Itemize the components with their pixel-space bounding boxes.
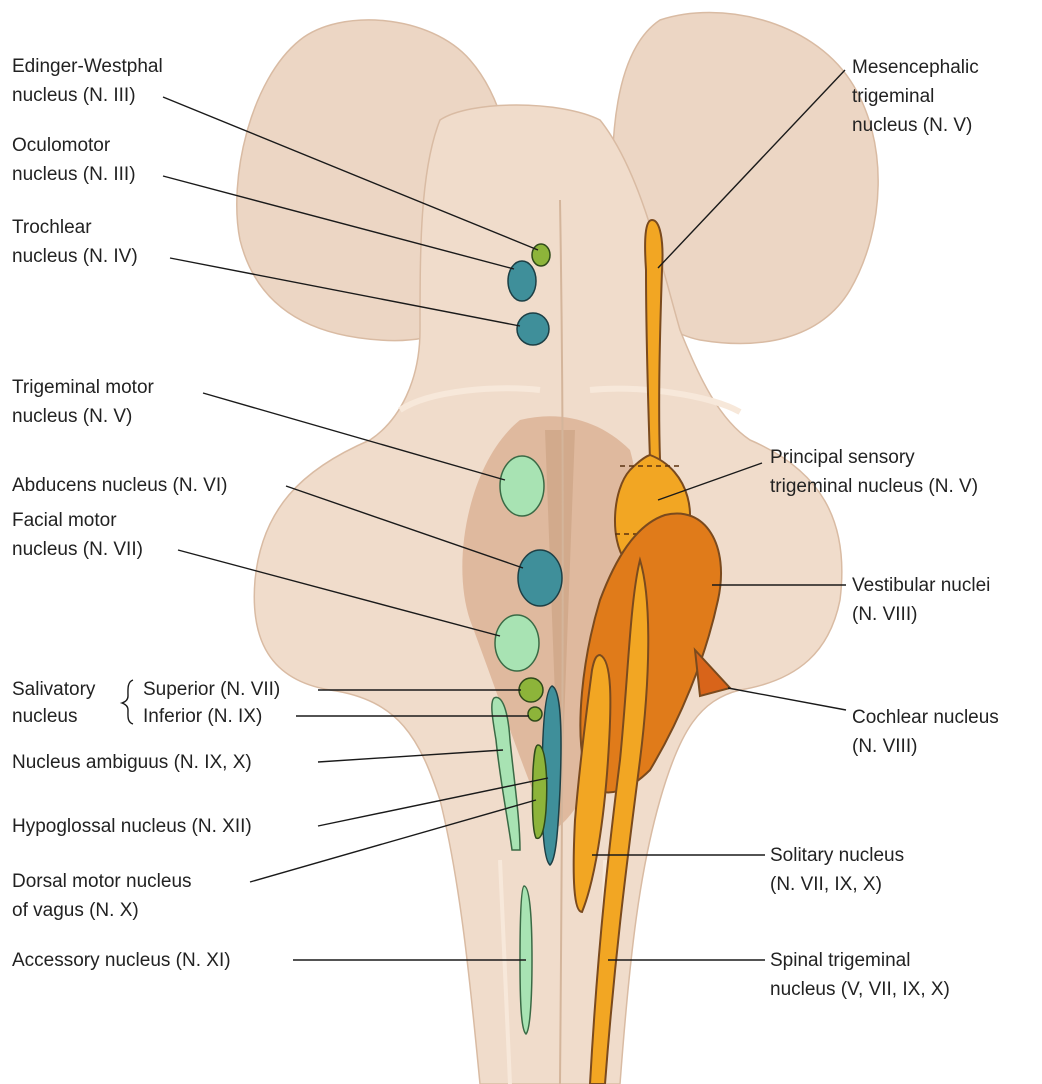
trochlear-nucleus (517, 313, 549, 345)
label-solitary: Solitary nucleus (N. VII, IX, X) (770, 845, 909, 895)
trigeminal-motor-nucleus (500, 456, 544, 516)
salivatory-brace (122, 680, 133, 724)
label-dorsal-vagus: Dorsal motor nucleus of vagus (N. X) (12, 871, 197, 921)
brainstem-body (237, 13, 878, 1084)
label-edinger-westphal: Edinger-Westphal nucleus (N. III) (12, 56, 168, 106)
label-abducens: Abducens nucleus (N. VI) (12, 475, 227, 496)
label-cochlear: Cochlear nucleus (N. VIII) (852, 707, 1004, 757)
label-mesencephalic: Mesencephalic trigeminal nucleus (N. V) (852, 57, 984, 136)
superior-salivatory-nucleus (519, 678, 543, 702)
oculomotor-nucleus (508, 261, 536, 301)
label-trochlear: Trochlear nucleus (N. IV) (12, 217, 138, 267)
abducens-nucleus (518, 550, 562, 606)
label-hypoglossal: Hypoglossal nucleus (N. XII) (12, 816, 252, 837)
label-spinal-trigeminal: Spinal trigeminal nucleus (V, VII, IX, X… (770, 950, 950, 1000)
label-salivatory-superior: Superior (N. VII) (143, 679, 280, 700)
leader-cochlear (728, 688, 846, 710)
label-accessory: Accessory nucleus (N. XI) (12, 950, 231, 971)
inferior-salivatory-nucleus (528, 707, 542, 721)
label-vestibular: Vestibular nuclei (N. VIII) (852, 575, 996, 625)
edinger-westphal-nucleus (532, 244, 550, 266)
label-facial-motor: Facial motor nucleus (N. VII) (12, 510, 143, 560)
facial-motor-nucleus (495, 615, 539, 671)
label-salivatory: Salivatory nucleus (12, 679, 101, 727)
label-trigeminal-motor: Trigeminal motor nucleus (N. V) (12, 377, 159, 427)
label-oculomotor: Oculomotor nucleus (N. III) (12, 135, 136, 185)
label-salivatory-inferior: Inferior (N. IX) (143, 706, 262, 727)
label-ambiguus: Nucleus ambiguus (N. IX, X) (12, 752, 252, 773)
dorsal-motor-nucleus-vagus (532, 745, 546, 838)
